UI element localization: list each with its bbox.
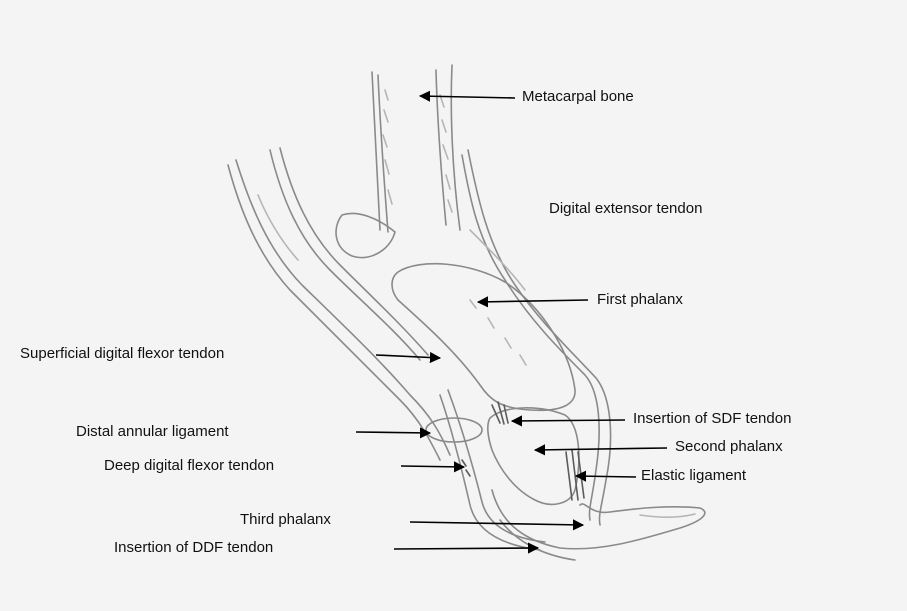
- arrow-elastic-ligament: [576, 476, 636, 477]
- deep-digital-flexor-sketch: [440, 390, 545, 550]
- metacarpal-bone-sketch: [336, 65, 460, 258]
- label-elastic-ligament: Elastic ligament: [641, 468, 746, 484]
- arrow-first-phalanx: [478, 300, 588, 302]
- label-second-phalanx: Second phalanx: [675, 439, 783, 455]
- arrow-metacarpal-bone: [420, 96, 515, 98]
- arrow-insertion-sdf: [512, 420, 625, 421]
- label-third-phalanx: Third phalanx: [240, 512, 331, 528]
- label-first-phalanx: First phalanx: [597, 292, 683, 308]
- superficial-digital-flexor-sketch: [228, 148, 450, 460]
- arrow-distal-annular-ligament: [356, 432, 430, 433]
- arrow-deep-digital-flexor: [401, 466, 464, 467]
- arrow-superficial-digital-flexor: [376, 355, 440, 358]
- label-insertion-ddf-tendon: Insertion of DDF tendon: [114, 540, 273, 556]
- second-phalanx-sketch: [488, 402, 579, 504]
- label-digital-extensor-tendon: Digital extensor tendon: [549, 201, 702, 217]
- arrow-second-phalanx: [535, 448, 667, 450]
- label-superficial-digital-flexor-tendon: Superficial digital flexor tendon: [20, 346, 224, 362]
- arrow-insertion-ddf: [394, 548, 538, 549]
- third-phalanx-sketch: [492, 490, 705, 560]
- label-metacarpal-bone: Metacarpal bone: [522, 89, 634, 105]
- elastic-ligament-sketch: [566, 450, 584, 500]
- label-insertion-sdf-tendon: Insertion of SDF tendon: [633, 411, 791, 427]
- label-distal-annular-ligament: Distal annular ligament: [76, 424, 229, 440]
- label-deep-digital-flexor-tendon: Deep digital flexor tendon: [104, 458, 274, 474]
